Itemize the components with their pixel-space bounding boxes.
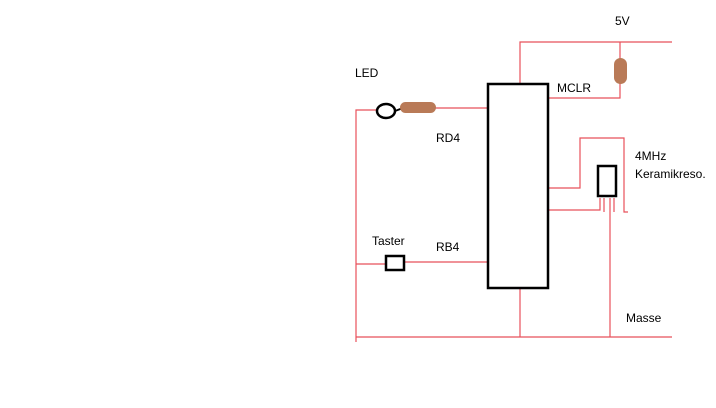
led-symbol [375,102,397,120]
label-mclr: MCLR [557,81,591,95]
wires [355,41,672,342]
resistor-mclr-pullup [614,58,627,84]
label-resonator-frequency: 4MHz [635,149,666,163]
wire-osc1 [548,137,628,213]
label-rd4: RD4 [436,131,460,145]
label-taster: Taster [372,234,405,248]
taster-button [384,254,406,272]
wire-left-rail [355,109,376,342]
wire-pullup-to-mclr [548,82,621,99]
pic-microcontroller [486,82,550,290]
label-resonator-type: Keramikreso. [635,167,706,181]
wire-5v-rail [519,41,672,84]
ceramic-resonator [596,164,618,198]
label-5v: 5V [615,14,630,28]
label-rb4: RB4 [436,240,460,254]
label-led: LED [355,66,379,80]
resistor-led-series [400,102,436,113]
wire-osc2 [548,198,601,211]
label-masse: Masse [626,311,662,325]
